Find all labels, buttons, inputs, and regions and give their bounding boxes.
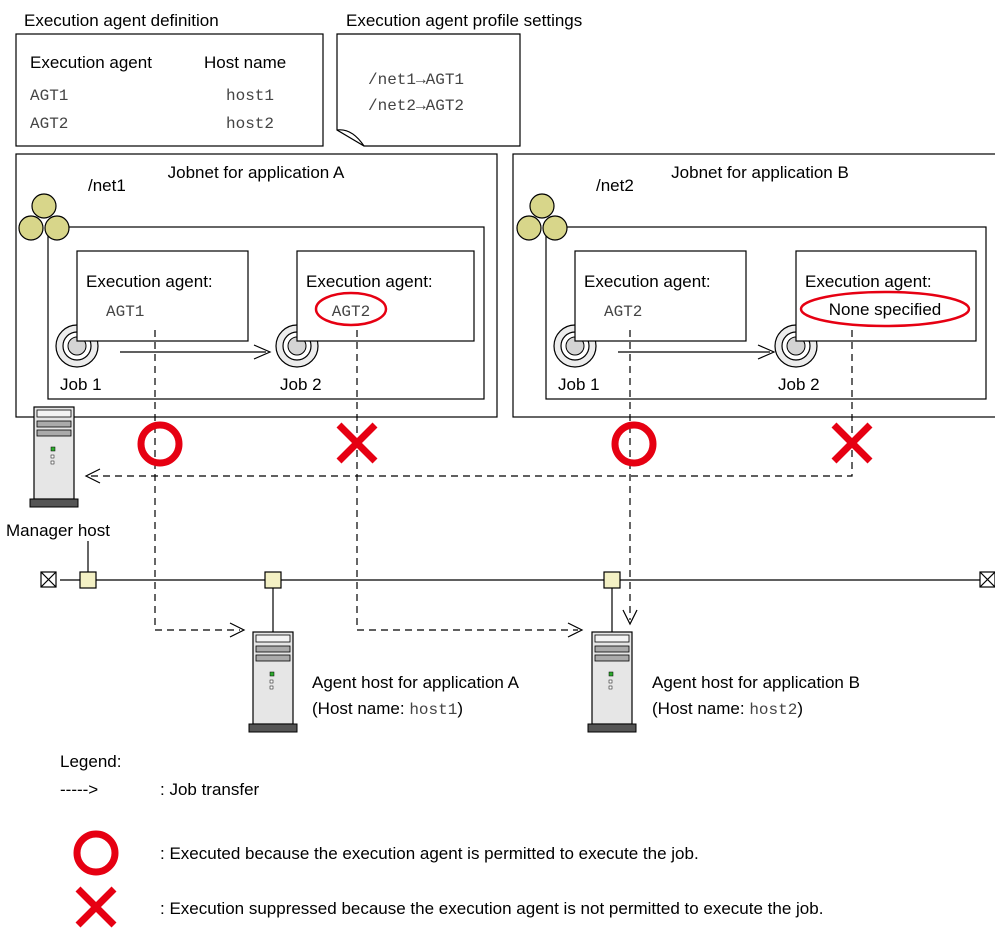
legend-transfer: : Job transfer xyxy=(160,780,260,799)
host-prefix: (Host name: xyxy=(312,699,409,718)
host-value: host1 xyxy=(409,701,457,719)
jobnet-a-title: Jobnet for application A xyxy=(168,163,345,182)
job1-b-box xyxy=(574,250,747,342)
profile-title: Execution agent profile settings xyxy=(346,11,582,30)
job-agent-value: AGT2 xyxy=(332,303,370,321)
highlight-ellipse xyxy=(799,290,971,328)
manager-server-icon xyxy=(29,406,79,508)
definition-row-agent: AGT1 xyxy=(30,87,68,105)
job-transfer-lines xyxy=(90,330,853,631)
host-value: host2 xyxy=(749,701,797,719)
agent-a-label: Agent host for application A xyxy=(312,673,520,692)
legend-suppressed-icon xyxy=(78,889,114,925)
manager-label: Manager host xyxy=(6,521,110,540)
job2-a-name: Job 2 xyxy=(280,375,322,394)
agent-a-hostline: (Host name: host1) xyxy=(312,699,463,719)
job2-a-box xyxy=(296,250,475,342)
agent-a-server-icon xyxy=(248,631,298,733)
definition-col-host: Host name xyxy=(204,53,286,72)
legend-executed: : Executed because the execution agent i… xyxy=(160,844,699,863)
job-agent-label: Execution agent: xyxy=(584,272,711,291)
legend-executed-icon xyxy=(77,834,115,872)
legend-suppressed: : Execution suppressed because the execu… xyxy=(160,899,823,918)
job-agent-label: Execution agent: xyxy=(86,272,213,291)
job2-b-name: Job 2 xyxy=(778,375,820,394)
job1-a-name: Job 1 xyxy=(60,375,102,394)
executed-mark-icon xyxy=(141,425,179,463)
agent-b-label: Agent host for application B xyxy=(652,673,860,692)
profile-line: /net2→AGT2 xyxy=(368,97,464,115)
definition-box xyxy=(15,33,324,147)
definition-title: Execution agent definition xyxy=(24,11,219,30)
host-suffix: ) xyxy=(457,699,463,718)
host-prefix: (Host name: xyxy=(652,699,749,718)
network-node-icon xyxy=(603,571,621,589)
host-suffix: ) xyxy=(797,699,803,718)
network-node-icon xyxy=(79,571,97,589)
net1-label: /net1 xyxy=(88,176,126,195)
network-node-icon xyxy=(264,571,282,589)
job-agent-value: None specified xyxy=(829,300,941,319)
highlight-ellipse xyxy=(314,291,388,327)
profile-line: /net1→AGT1 xyxy=(368,71,464,89)
job-agent-label: Execution agent: xyxy=(306,272,433,291)
agent-b-hostline: (Host name: host2) xyxy=(652,699,803,719)
definition-row-host: host2 xyxy=(226,115,274,133)
profile-document-icon xyxy=(336,33,521,147)
job-agent-value: AGT2 xyxy=(604,303,642,321)
jobnet-b-title: Jobnet for application B xyxy=(671,163,849,182)
job1-b-name: Job 1 xyxy=(558,375,600,394)
job-agent-label: Execution agent: xyxy=(805,272,932,291)
legend-transfer-symbol: -----> xyxy=(60,780,98,799)
job1-a-box xyxy=(76,250,249,342)
definition-col-agent: Execution agent xyxy=(30,53,152,72)
agent-b-server-icon xyxy=(587,631,637,733)
net2-label: /net2 xyxy=(596,176,634,195)
executed-mark-icon xyxy=(615,425,653,463)
definition-row-agent: AGT2 xyxy=(30,115,68,133)
legend-title: Legend: xyxy=(60,752,121,771)
definition-row-host: host1 xyxy=(226,87,274,105)
job-agent-value: AGT1 xyxy=(106,303,144,321)
